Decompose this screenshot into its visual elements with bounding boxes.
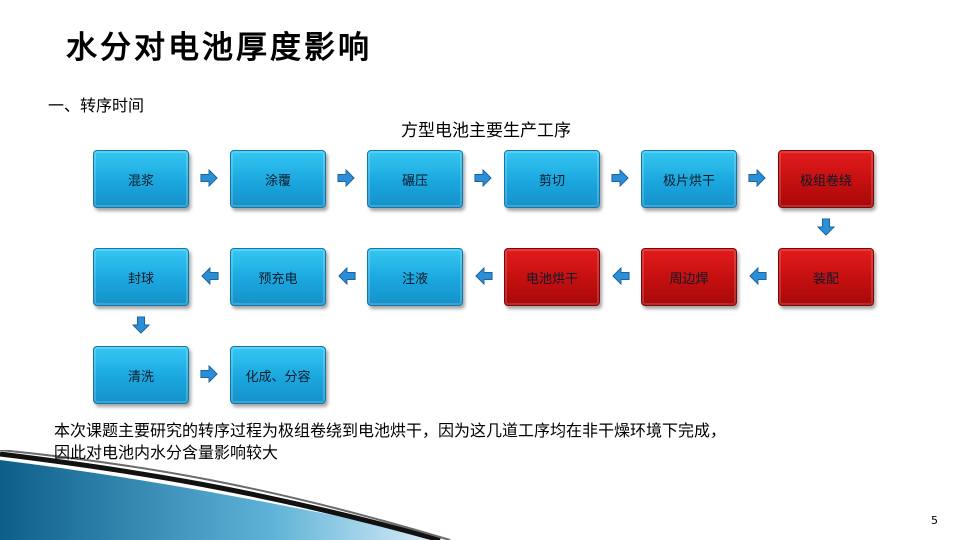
summary-line-2: 因此对电池内水分含量影响较大	[54, 443, 279, 462]
flow-arrow-icon	[748, 169, 766, 187]
flow-arrow-icon	[474, 169, 492, 187]
page-number: 5	[931, 514, 938, 527]
flow-arrow-icon	[200, 169, 218, 187]
flow-arrow-icon	[475, 267, 493, 285]
section-heading: 一、转序时间	[48, 96, 145, 115]
flow-arrow-icon	[749, 267, 767, 285]
flow-arrow-icon	[816, 218, 836, 236]
process-step: 剪切	[504, 150, 600, 208]
summary-text: 本次课题主要研究的转序过程为极组卷绕到电池烘干，因为这几道工序均在非干燥环境下完…	[54, 420, 944, 464]
process-step: 涂覆	[230, 150, 326, 208]
diagram-title: 方型电池主要生产工序	[401, 121, 571, 141]
process-step: 化成、分容	[230, 346, 326, 404]
process-step: 极片烘干	[641, 150, 737, 208]
flow-arrow-icon	[201, 267, 219, 285]
process-step: 预充电	[230, 248, 326, 306]
decorative-swoosh	[0, 450, 455, 540]
flow-arrow-icon	[611, 169, 629, 187]
flow-arrow-icon	[337, 169, 355, 187]
process-step: 注液	[367, 248, 463, 306]
process-step: 混浆	[93, 150, 189, 208]
process-step: 清洗	[93, 346, 189, 404]
flow-arrow-icon	[131, 316, 151, 334]
process-step: 封球	[93, 248, 189, 306]
flow-arrow-icon	[338, 267, 356, 285]
process-step: 装配	[778, 248, 874, 306]
process-step: 周边焊	[641, 248, 737, 306]
flow-arrow-icon	[612, 267, 630, 285]
process-step: 极组卷绕	[778, 150, 874, 208]
process-step: 电池烘干	[504, 248, 600, 306]
flow-arrow-icon	[200, 365, 218, 383]
summary-line-1: 本次课题主要研究的转序过程为极组卷绕到电池烘干，因为这几道工序均在非干燥环境下完…	[54, 421, 727, 440]
page-title: 水分对电池厚度影响	[66, 30, 372, 66]
process-step: 碾压	[367, 150, 463, 208]
